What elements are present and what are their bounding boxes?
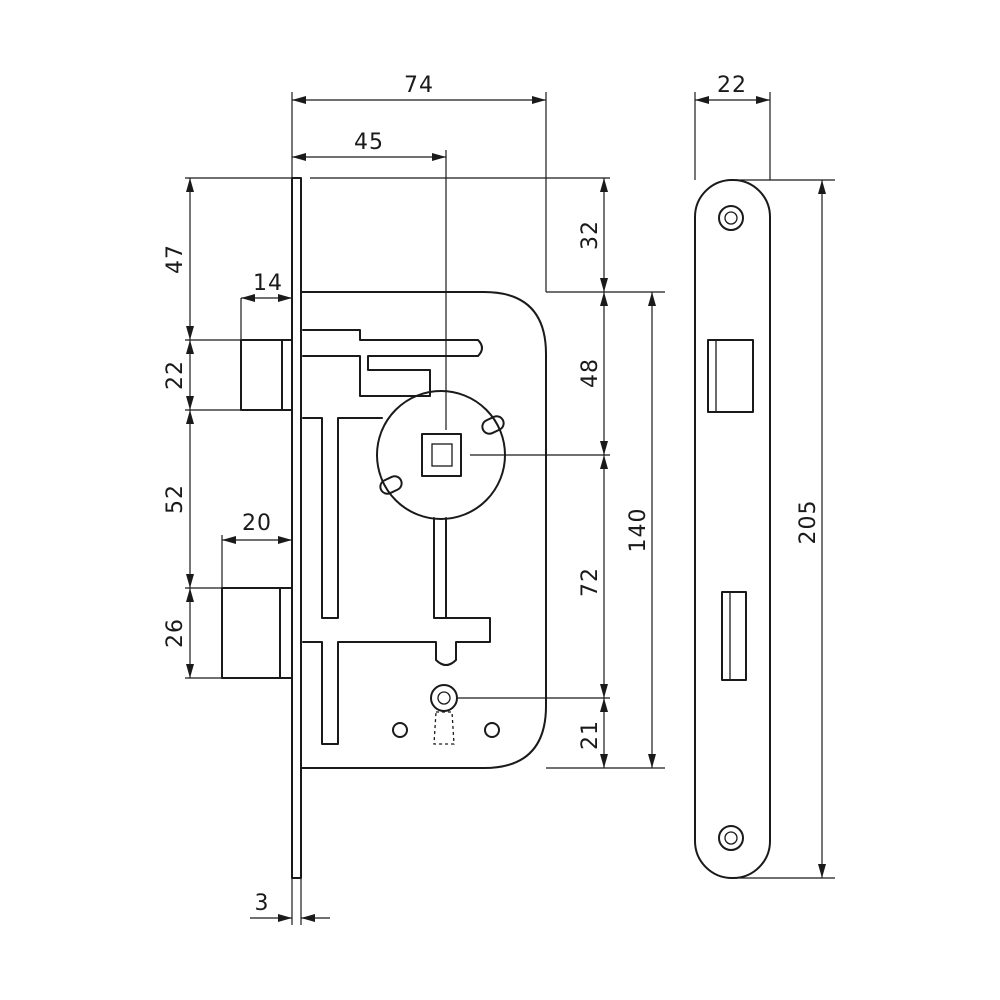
- dim-label-72: 72: [578, 567, 603, 597]
- follower-square-outer: [421, 433, 462, 477]
- dim-label-22-plate: 22: [717, 73, 747, 98]
- dim-label-52: 52: [163, 484, 188, 514]
- hub-lug-lower: [379, 475, 403, 495]
- keyhole-cylinder: [430, 684, 458, 712]
- lock-case: [300, 291, 547, 769]
- faceplate-front: [694, 179, 771, 879]
- screw-hole-left: [392, 722, 408, 738]
- dim-label-21: 21: [578, 720, 603, 750]
- extension-lines: [185, 92, 835, 925]
- dim-label-20: 20: [242, 511, 272, 536]
- dim-label-45: 45: [354, 130, 384, 155]
- screw-top: [718, 205, 744, 231]
- dimension-lines: [186, 96, 826, 922]
- keyhole-slot: [433, 711, 455, 745]
- bolt-opening: [721, 591, 747, 681]
- dim-label-26: 26: [163, 618, 188, 648]
- faceplate-side: [291, 177, 302, 879]
- dimension-labels: 74 45 22 14 20 3 47 22 52 26 32 48 72 21…: [163, 73, 821, 916]
- dim-label-205: 205: [796, 500, 821, 545]
- latch-opening: [707, 339, 754, 413]
- dim-label-140: 140: [626, 508, 651, 553]
- dim-label-74: 74: [404, 73, 434, 98]
- dim-label-48: 48: [578, 358, 603, 388]
- hub-lug-upper: [481, 415, 505, 435]
- screw-bottom: [718, 825, 744, 851]
- dim-label-47: 47: [163, 244, 188, 274]
- dim-label-14: 14: [253, 271, 283, 296]
- dead-bolt: [221, 587, 293, 679]
- dim-label-32: 32: [578, 220, 603, 250]
- follower-square-inner: [431, 443, 453, 467]
- dim-label-3: 3: [255, 891, 270, 916]
- dim-label-22-latch: 22: [163, 360, 188, 390]
- screw-hole-right: [484, 722, 500, 738]
- latch-bolt: [240, 339, 293, 411]
